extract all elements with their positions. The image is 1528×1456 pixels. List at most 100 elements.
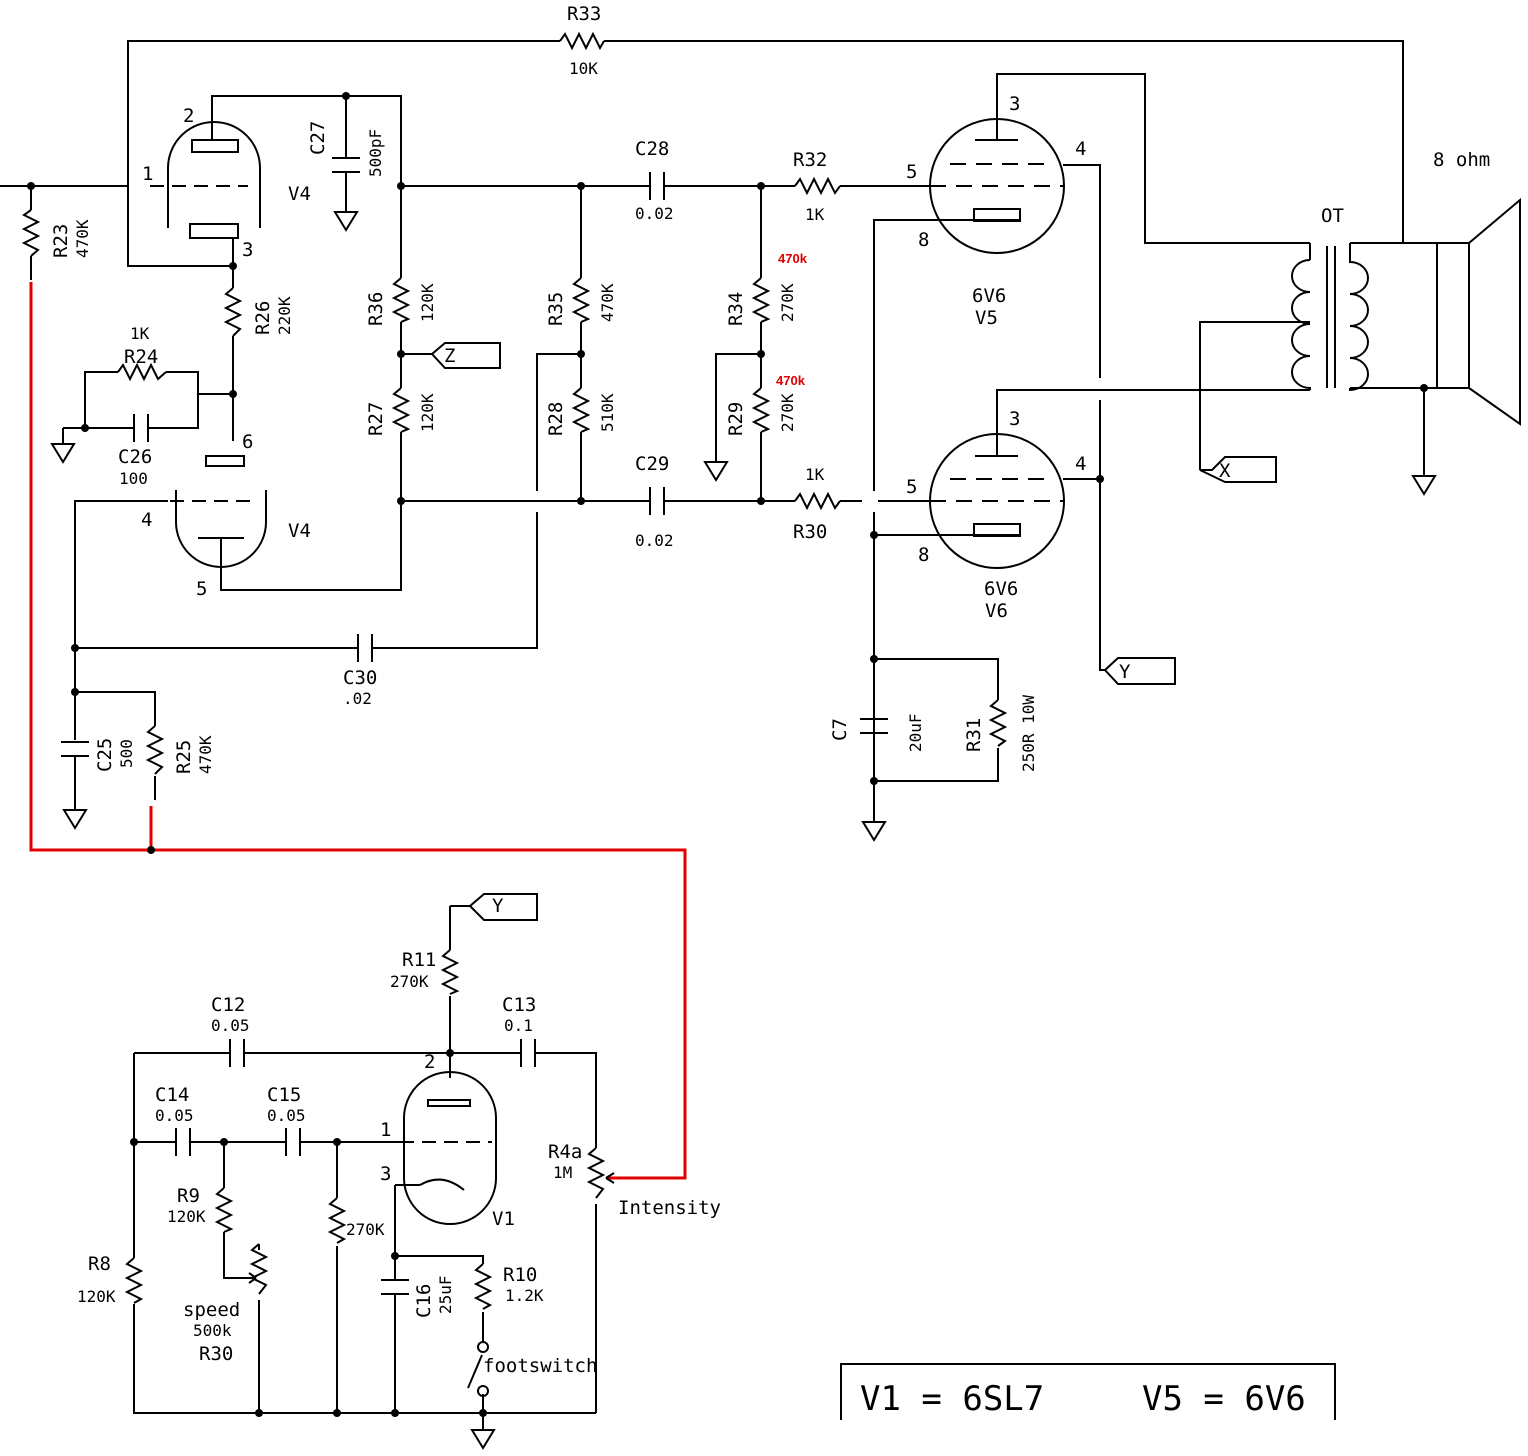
v5-name: V5 bbox=[975, 307, 998, 329]
footswitch-label: footswitch bbox=[483, 1355, 597, 1377]
c12-value: 0.05 bbox=[211, 1016, 250, 1035]
tube-v4-lower bbox=[170, 455, 267, 568]
pot-r4a bbox=[586, 1147, 606, 1199]
cap-c30 bbox=[357, 634, 373, 662]
r11-value: 270K bbox=[390, 972, 429, 991]
speaker-label: 8 ohm bbox=[1433, 149, 1490, 171]
c7-value: 20uF bbox=[906, 713, 925, 752]
c28-name: C28 bbox=[635, 138, 669, 160]
c26-name: C26 bbox=[118, 446, 152, 468]
ground-icon bbox=[1411, 475, 1437, 496]
r4a-function: Intensity bbox=[618, 1197, 721, 1219]
r29-note: 470k bbox=[776, 373, 806, 388]
c29-value: 0.02 bbox=[635, 531, 674, 550]
r32-value: 1K bbox=[805, 205, 825, 224]
footswitch bbox=[467, 1341, 489, 1397]
c30-value: .02 bbox=[343, 689, 372, 708]
v6-type: 6V6 bbox=[984, 578, 1018, 600]
ground-icon bbox=[333, 211, 359, 232]
ground-icon bbox=[62, 809, 88, 830]
resistor-r23 bbox=[21, 209, 41, 257]
capacitors bbox=[61, 157, 888, 1295]
tube-v4-upper bbox=[150, 121, 261, 239]
cap-c12 bbox=[229, 1039, 245, 1067]
cap-c25 bbox=[61, 741, 89, 757]
speed-function: speed bbox=[183, 1299, 240, 1321]
v6-pin5: 5 bbox=[906, 476, 917, 498]
resistor-r26 bbox=[223, 287, 243, 337]
r30-value: 1K bbox=[805, 465, 825, 484]
tube-v6 bbox=[929, 433, 1065, 569]
v5-pin8: 8 bbox=[918, 229, 929, 251]
c27-value: 500pF bbox=[366, 129, 385, 177]
c13-value: 0.1 bbox=[504, 1016, 533, 1035]
cap-c13 bbox=[520, 1039, 536, 1067]
speaker-icon bbox=[1436, 197, 1521, 426]
c29-name: C29 bbox=[635, 453, 669, 475]
r23-value: 470K bbox=[73, 219, 92, 258]
connector-y-bottom-label: Y bbox=[492, 895, 504, 917]
grid-resistor-value: 270K bbox=[346, 1220, 385, 1239]
resistor-r34 bbox=[751, 277, 771, 323]
r34-value: 270K bbox=[778, 283, 797, 322]
c15-name: C15 bbox=[267, 1084, 301, 1106]
r36-name: R36 bbox=[365, 292, 387, 326]
cap-c28 bbox=[649, 172, 665, 200]
c7-name: C7 bbox=[829, 718, 851, 741]
c13-name: C13 bbox=[502, 994, 536, 1016]
legend-v5: V5 = 6V6 bbox=[1142, 1379, 1306, 1419]
junctions bbox=[27, 92, 1428, 1417]
connector-z bbox=[430, 342, 501, 369]
c25-name: C25 bbox=[94, 738, 116, 772]
connector-y-top-label: Y bbox=[1119, 661, 1131, 683]
r10-value: 1.2K bbox=[505, 1286, 544, 1305]
v4-pin4: 4 bbox=[141, 509, 152, 531]
r11-name: R11 bbox=[402, 949, 436, 971]
c25-value: 500 bbox=[117, 739, 136, 768]
c28-value: 0.02 bbox=[635, 204, 674, 223]
resistor-r8 bbox=[124, 1257, 144, 1304]
c14-value: 0.05 bbox=[155, 1106, 194, 1125]
r26-value: 220K bbox=[275, 296, 294, 335]
r26-name: R26 bbox=[252, 301, 274, 335]
labels: R33 10K 2 1 3 V4 V4 6 4 5 C27 500pF R23 … bbox=[50, 3, 1490, 1419]
v6-name: V6 bbox=[985, 600, 1008, 622]
c26-value: 100 bbox=[119, 469, 148, 488]
r4a-value: 1M bbox=[553, 1163, 572, 1182]
cap-c27 bbox=[332, 157, 360, 173]
c16-name: C16 bbox=[413, 1284, 435, 1318]
r30-name: R30 bbox=[793, 521, 827, 543]
r29-value: 270K bbox=[778, 393, 797, 432]
output-transformer bbox=[1291, 243, 1369, 392]
connector-x-label: X bbox=[1219, 460, 1231, 482]
resistor-r32 bbox=[794, 176, 841, 196]
r36-value: 120K bbox=[418, 283, 437, 322]
cap-c16 bbox=[381, 1279, 409, 1295]
intensity-feed-wire bbox=[29, 282, 687, 1180]
v4-pin5: 5 bbox=[196, 578, 207, 600]
ground-icon bbox=[50, 443, 76, 464]
tube-v1 bbox=[400, 1071, 497, 1225]
speed-value: 500k bbox=[193, 1321, 232, 1340]
v4-upper-label: V4 bbox=[288, 183, 311, 205]
c15-value: 0.05 bbox=[267, 1106, 306, 1125]
resistor-r36 bbox=[391, 277, 411, 323]
resistor-r9 bbox=[214, 1187, 234, 1233]
c16-value: 25uF bbox=[436, 1275, 455, 1314]
resistor-r30 bbox=[794, 491, 841, 511]
r31-name: R31 bbox=[963, 718, 985, 752]
v6-pin3: 3 bbox=[1009, 408, 1020, 430]
v4-pin1: 1 bbox=[142, 163, 153, 185]
r34-note: 470k bbox=[778, 251, 808, 266]
resistor-r11 bbox=[440, 949, 460, 995]
c30-name: C30 bbox=[343, 667, 377, 689]
r10-name: R10 bbox=[503, 1264, 537, 1286]
r8-value: 120K bbox=[77, 1287, 116, 1306]
r9-name: R9 bbox=[177, 1185, 200, 1207]
legend-box bbox=[840, 1363, 1336, 1420]
pot-speed bbox=[249, 1243, 269, 1295]
v6-pin8: 8 bbox=[918, 544, 929, 566]
resistor-r25 bbox=[145, 725, 165, 775]
v1-label: V1 bbox=[492, 1208, 515, 1230]
tube-v5 bbox=[929, 118, 1065, 254]
